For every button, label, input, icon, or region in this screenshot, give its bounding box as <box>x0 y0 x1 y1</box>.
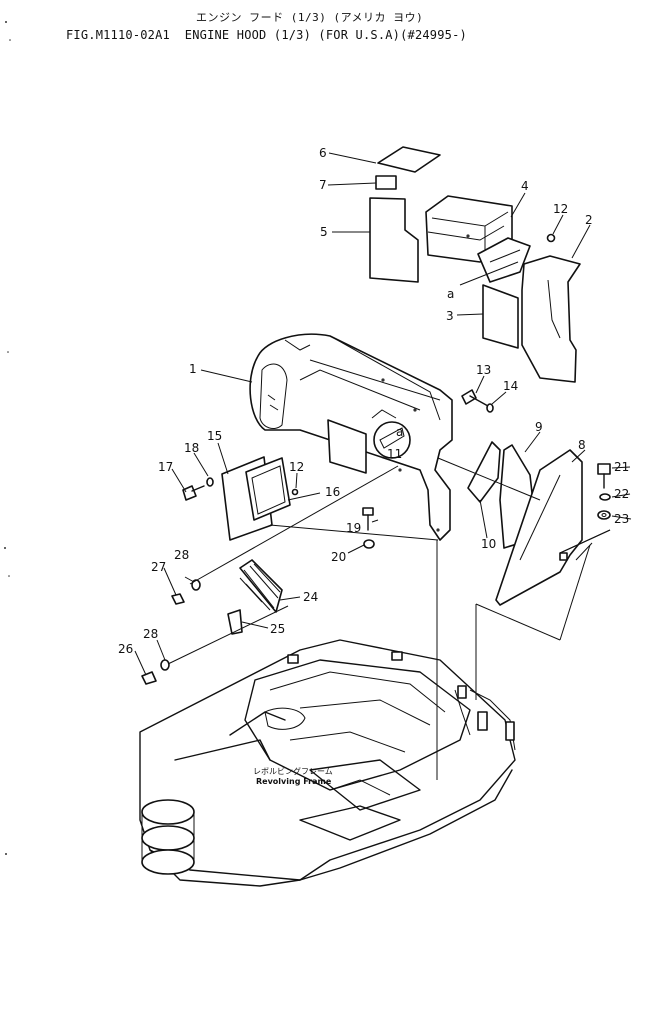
callout-4: 4 <box>521 179 529 193</box>
callout-24: 24 <box>303 590 318 604</box>
callout-13: 13 <box>476 363 491 377</box>
callout-21: 21 <box>614 460 629 474</box>
callout-10: 10 <box>481 537 496 551</box>
callout-26: 26 <box>118 642 133 656</box>
callout-18: 18 <box>184 441 199 455</box>
frame-label-japanese: レボルビングフレーム <box>253 766 333 776</box>
callout-17: 17 <box>158 460 173 474</box>
callout-23: 23 <box>614 512 629 526</box>
callout-6: 6 <box>319 146 327 160</box>
scan-artifacts <box>4 21 11 855</box>
callout-12-top: 12 <box>553 202 568 216</box>
left-side-parts <box>141 419 375 685</box>
callout-16: 16 <box>325 485 340 499</box>
leader-lines <box>134 152 632 780</box>
callout-22: 22 <box>614 487 629 501</box>
callout-7: 7 <box>319 178 327 192</box>
callout-9: 9 <box>535 420 543 434</box>
top-panels <box>369 146 581 383</box>
callout-28-lower: 28 <box>143 627 158 641</box>
callout-5: 5 <box>320 225 328 239</box>
callout-a-detail: a <box>396 425 403 439</box>
callout-a-top: a <box>447 287 454 301</box>
callout-25: 25 <box>270 622 285 636</box>
callout-28-upper: 28 <box>174 548 189 562</box>
callout-numbers: 6 7 5 4 12 2 3 a 1 13 14 a 11 9 8 15 18 … <box>118 146 629 656</box>
callout-8: 8 <box>578 438 586 452</box>
callout-14: 14 <box>503 379 518 393</box>
callout-15: 15 <box>207 429 222 443</box>
frame-label: レボルビングフレーム Revolving Frame <box>253 766 333 786</box>
callout-19: 19 <box>346 521 361 535</box>
callout-27: 27 <box>151 560 166 574</box>
callout-2: 2 <box>585 213 593 227</box>
callout-20: 20 <box>331 550 346 564</box>
right-side-parts <box>461 389 611 606</box>
callout-3: 3 <box>446 309 454 323</box>
detail-a-callout <box>373 421 411 459</box>
callout-11: 11 <box>387 447 402 461</box>
figure-title: FIG.M1110-02A1 ENGINE HOOD (1/3) (FOR U.… <box>66 28 467 42</box>
callout-12-left: 12 <box>289 460 304 474</box>
revolving-frame <box>139 639 516 887</box>
frame-label-english: Revolving Frame <box>256 777 332 786</box>
figure-title-japanese: エンジン フード (1/3) (アメリカ ヨウ) <box>196 11 424 24</box>
callout-1: 1 <box>189 362 197 376</box>
